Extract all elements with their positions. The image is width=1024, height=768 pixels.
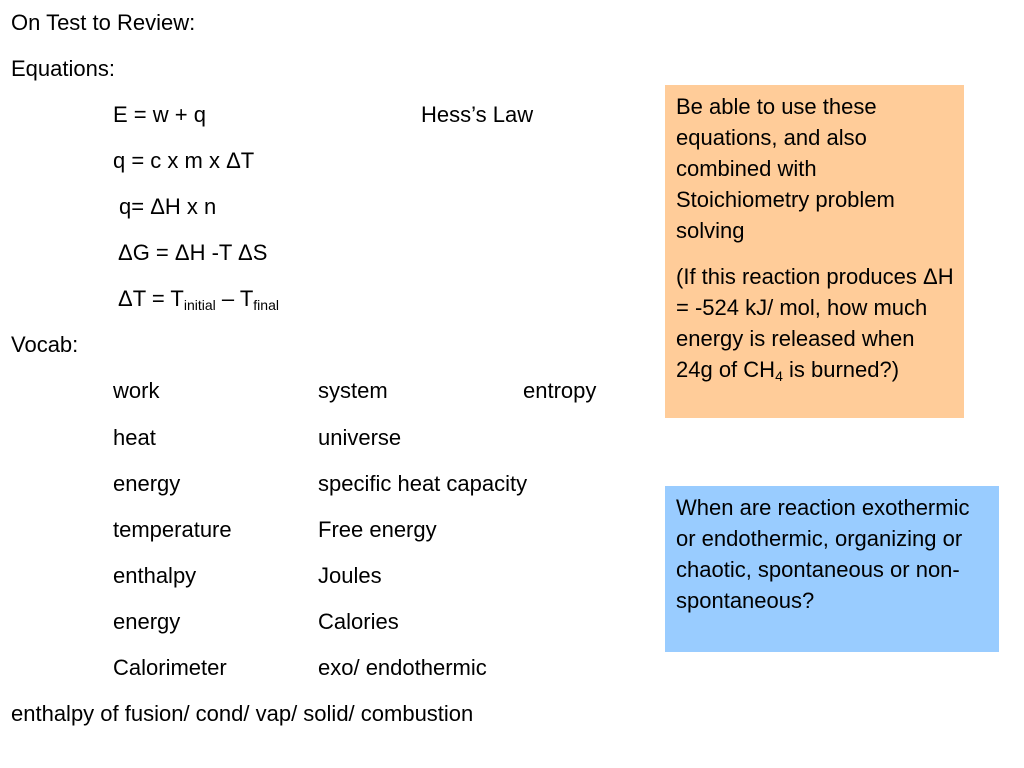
vocab-term: energy (113, 471, 181, 496)
equations-note-text: Be able to use these equations, and also… (676, 94, 895, 243)
equation-q-hn: q= ΔH x n (119, 194, 217, 219)
vocab-term: temperature (113, 517, 232, 542)
reaction-question-end: is burned?) (782, 357, 900, 382)
test-review-heading: On Test to Review: (11, 10, 196, 35)
reaction-type-note-box: When are reaction exothermic or endother… (665, 486, 999, 652)
vocab-term: work (113, 378, 160, 403)
vocab-term: system (318, 378, 388, 403)
delta-t-initial-subscript: initial (183, 297, 216, 313)
vocab-term: energy (113, 609, 181, 634)
vocab-heading: Vocab: (11, 332, 79, 357)
methane-subscript: 4 (775, 368, 783, 384)
vocab-term: Joules (318, 563, 382, 588)
reaction-question-main: (If this reaction produces ΔH = -524 kJ/… (676, 264, 954, 382)
equations-heading: Equations: (11, 56, 115, 81)
vocab-term: specific heat capacity (318, 471, 528, 496)
vocab-term: universe (318, 425, 402, 450)
hess-law-label: Hess’s Law (421, 102, 534, 127)
vocab-term: Calorimeter (113, 655, 227, 680)
equation-q-cmdt: q = c x m x ΔT (113, 148, 255, 173)
equations-note-box: Be able to use these equations, and also… (665, 85, 964, 418)
vocab-term: Calories (318, 609, 399, 634)
equation-gibbs: ΔG = ΔH -T ΔS (118, 240, 268, 265)
equation-delta-t: ΔT = Tinitial – Tfinal (118, 286, 279, 313)
vocab-term: entropy (523, 378, 597, 403)
delta-t-final-subscript: final (253, 297, 279, 313)
vocab-footer-line: enthalpy of fusion/ cond/ vap/ solid/ co… (11, 701, 474, 726)
vocab-term: enthalpy (113, 563, 197, 588)
vocab-term: Free energy (318, 517, 437, 542)
delta-t-middle: – T (215, 286, 254, 311)
reaction-type-question: When are reaction exothermic or endother… (676, 495, 970, 613)
reaction-question-text: (If this reaction produces ΔH = -524 kJ/… (676, 261, 954, 385)
vocab-term: heat (113, 425, 156, 450)
vocab-term: exo/ endothermic (318, 655, 487, 680)
equation-energy: E = w + q (113, 102, 206, 127)
delta-t-prefix: ΔT = T (118, 286, 184, 311)
